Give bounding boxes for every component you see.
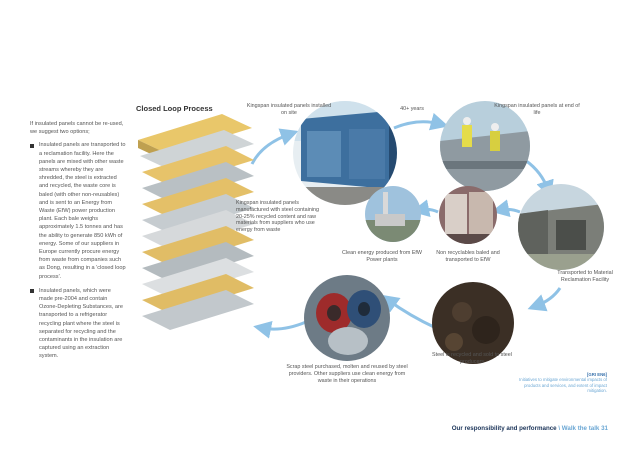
panel-stack [138,114,254,330]
caption-scrap: Scrap steel purchased, molten and reused… [286,364,408,384]
caption-clean-energy: Clean energy produced from EfW Power pla… [342,250,422,263]
left-text-column: If insulated panels cannot be re-used, w… [30,120,126,367]
option-reclamation: Insulated panels are transported to a re… [30,141,126,280]
arrow-bottom-left [253,320,307,339]
caption-baled: Non recyclables baled and transported to… [436,250,500,263]
gri-note: [GRI EN6] Initiatives to mitigate enviro… [512,372,607,394]
arrow-inner-right [491,199,521,218]
options-list: Insulated panels are transported to a re… [30,141,126,360]
caption-end-of-life: Kingspan insulated panels at end of life [494,103,580,116]
intro-text: If insulated panels cannot be re-used, w… [30,121,124,136]
footer-section: Our responsibility and performance [451,425,557,432]
caption-manufactured: Kingspan insulated panels manufactured w… [236,200,320,234]
power-plant-photo [365,186,421,242]
page-footer: Our responsibility and performance \ Wal… [452,425,608,432]
gri-code: [GRI EN6] [586,372,607,377]
footer-separator: \ [556,425,562,432]
arrow-top [393,112,449,131]
bales-photo [439,186,497,244]
arrow-left-up [250,128,299,165]
footer-subsection: Walk the talk [561,425,600,432]
diagram-title: Closed Loop Process [136,104,213,113]
workers-on-roof-photo [440,101,530,191]
arrow-right-lower [527,287,562,312]
caption-recycled: Steel is recycled and sold to steel prod… [432,352,513,365]
caption-installed: Kingspan insulated panels installed on s… [246,103,332,116]
shredded-material-photo [432,282,514,364]
caption-reclamation: Transported to Material Reclamation Faci… [557,270,613,283]
arrow-bottom [380,294,437,330]
gri-text: Initiatives to mitigate environmental im… [519,377,607,394]
reclamation-facility-photo [518,184,604,270]
page-number: 31 [601,425,608,432]
steel-coils-photo [304,275,390,361]
caption-years: 40+ years [400,106,424,112]
option-refrigerator-plant: Insulated panels, which were made pre-20… [30,287,126,361]
panel-stack-image [138,114,254,330]
arrow-inner-middle [411,199,439,218]
arrow-right-down [524,158,554,199]
